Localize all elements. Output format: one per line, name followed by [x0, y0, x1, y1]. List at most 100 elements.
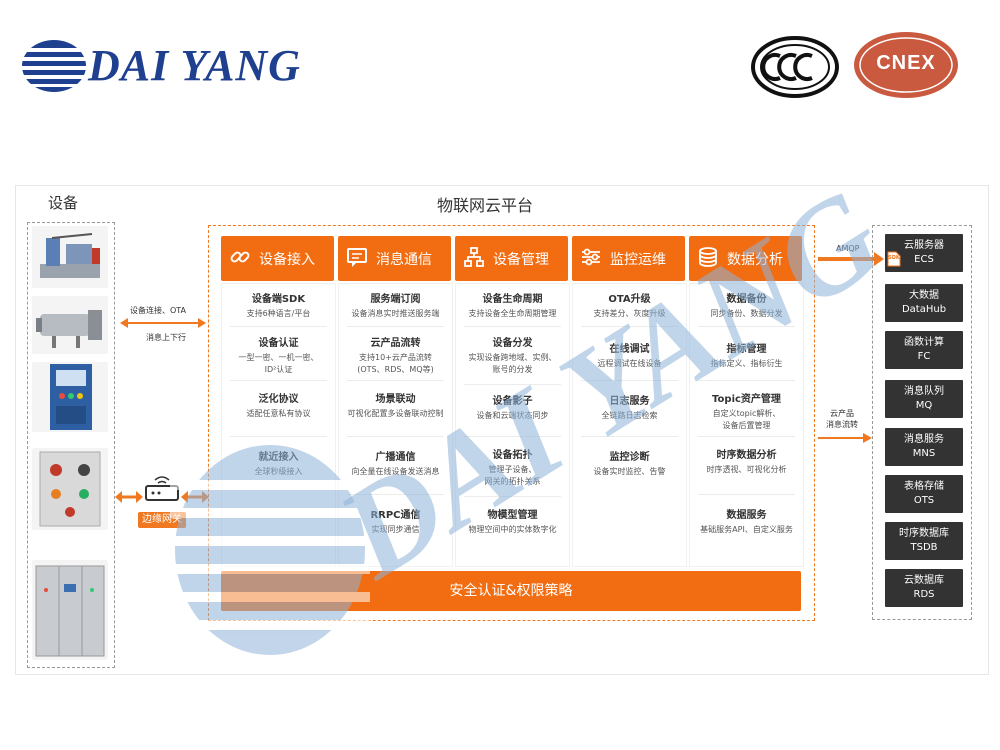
column-header-monitoring: 监控运维 [572, 236, 685, 281]
divider [464, 496, 561, 497]
feature-name: 泛化协议 [258, 394, 299, 405]
column-title: 监控运维 [610, 252, 666, 268]
feature-desc: 一型一密、一机一密、ID²认证 [238, 353, 319, 374]
column-title: 数据分析 [727, 252, 783, 268]
feature-desc: 支持10+云产品流转(OTS、RDS、MQ等) [357, 353, 434, 374]
feature-item: 泛化协议适配任意私有协议 [222, 390, 335, 420]
router-icon [145, 476, 179, 501]
divider [698, 494, 795, 495]
service-code: MQ [915, 400, 933, 411]
feature-item: 设备分发实现设备跨地域、实例、账号的分发 [456, 334, 569, 376]
feature-name: 设备拓扑 [492, 450, 533, 461]
feature-desc: 管理子设备、网关的拓扑关系 [484, 465, 541, 486]
feature-desc: 设备消息实时推送服务端 [351, 309, 440, 318]
sdk-tag: SDK [888, 255, 900, 261]
feature-item: 监控诊断设备实时监控、告警 [573, 448, 686, 478]
column-title: 消息通信 [376, 252, 432, 268]
feature-item: 数据服务基础服务API、自定义服务 [690, 506, 803, 536]
service-code: FC [917, 351, 931, 362]
feature-name: 在线调试 [609, 344, 650, 355]
feature-name: 场景联动 [375, 394, 416, 405]
feature-item: OTA升级支持差分、灰度升级 [573, 290, 686, 320]
service-mq: 消息队列 MQ [885, 380, 963, 418]
feature-desc: 远程调试在线设备 [597, 359, 662, 368]
service-name: 函数计算 [904, 337, 944, 348]
bidirectional-arrow-icon [120, 318, 206, 328]
feature-item: 广播通信向全量在线设备发送消息 [339, 448, 452, 478]
sliders-icon [582, 248, 600, 266]
divider [581, 436, 678, 437]
service-name: 云服务器 [904, 240, 944, 251]
link-icon [230, 251, 250, 263]
service-name: 云数据库 [904, 575, 944, 586]
feature-name: 设备影子 [492, 396, 533, 407]
divider [581, 326, 678, 327]
sdk-file-icon [887, 251, 901, 267]
device-skid-heater-image [32, 226, 108, 288]
brand-logo [20, 40, 90, 92]
feature-item: 云产品流转支持10+云产品流转(OTS、RDS、MQ等) [339, 334, 452, 376]
connection-label: 设备连接、OTA [130, 306, 187, 315]
column-title: 设备管理 [493, 252, 549, 268]
divider [347, 436, 444, 437]
device-pipe-heater-image [32, 296, 108, 354]
devices-group [27, 222, 115, 668]
globe-stripes-icon [20, 40, 90, 92]
feature-desc: 基础服务API、自定义服务 [700, 525, 793, 534]
column-messaging: 服务端订阅设备消息实时推送服务端 云产品流转支持10+云产品流转(OTS、RDS… [338, 283, 453, 567]
messaging-label: 消息上下行 [146, 333, 186, 342]
service-name: 大数据 [909, 290, 939, 301]
service-ots: 表格存储 OTS [885, 475, 963, 513]
divider [347, 380, 444, 381]
device-control-cabinet-image [32, 362, 108, 432]
divider [698, 380, 795, 381]
feature-name: 设备认证 [258, 338, 299, 349]
service-code: ECS [914, 254, 934, 265]
feature-name: 设备分发 [492, 338, 533, 349]
service-code: DataHub [901, 304, 947, 315]
service-datahub: 大数据 DataHub [885, 284, 963, 322]
feature-item: RRPC通信实现同步通信 [339, 506, 452, 536]
divider [230, 326, 327, 327]
column-header-device-access: 设备接入 [221, 236, 334, 281]
feature-item: 日志服务全链路日志检索 [573, 392, 686, 422]
column-monitoring: OTA升级支持差分、灰度升级 在线调试远程调试在线设备 日志服务全链路日志检索 … [572, 283, 687, 567]
service-name: 消息队列 [904, 386, 944, 397]
feature-desc: 适配任意私有协议 [246, 409, 311, 418]
feature-desc: 向全量在线设备发送消息 [351, 467, 440, 476]
diagram-frame [15, 185, 989, 675]
service-name: 表格存储 [904, 481, 944, 492]
feature-name: 云产品流转 [370, 338, 421, 349]
feature-name: RRPC通信 [370, 510, 421, 521]
feature-item: 物模型管理物理空间中的实体数字化 [456, 506, 569, 536]
feature-name: OTA升级 [608, 294, 651, 305]
database-icon [699, 247, 717, 267]
feature-name: 指标管理 [726, 344, 767, 355]
service-code: TSDB [910, 542, 938, 553]
feature-item: 设备生命周期支持设备全生命周期管理 [456, 290, 569, 320]
feature-desc: 时序透视、可视化分析 [706, 465, 787, 474]
feature-item: 设备认证一型一密、一机一密、ID²认证 [222, 334, 335, 376]
service-fc: 函数计算 FC [885, 331, 963, 369]
feature-name: 监控诊断 [609, 452, 650, 463]
feature-desc: 设备和云端状态同步 [476, 411, 549, 420]
divider [347, 494, 444, 495]
column-device-management: 设备生命周期支持设备全生命周期管理 设备分发实现设备跨地域、实例、账号的分发 设… [455, 283, 570, 567]
service-code: MNS [912, 448, 936, 459]
feature-name: 服务端订阅 [370, 294, 421, 305]
column-data-analysis: 数据备份同步备份、数据分发 指标管理指标定义、指标衍生 Topic资产管理自定义… [689, 283, 804, 567]
right-arrow-icon [818, 433, 872, 443]
devices-title: 设备 [48, 194, 79, 212]
device-switchgear-image [32, 560, 108, 660]
divider [698, 326, 795, 327]
service-code: RDS [913, 589, 935, 600]
feature-desc: 指标定义、指标衍生 [710, 359, 783, 368]
feature-desc: 全链路日志检索 [601, 411, 658, 420]
feature-desc: 可视化配置多设备联动控制 [347, 409, 444, 418]
feature-desc: 实现同步通信 [371, 525, 420, 534]
ccc-certification-mark [751, 36, 839, 98]
feature-item: Topic资产管理自定义topic解析、设备后置管理 [690, 390, 803, 432]
cnex-certification-mark [854, 32, 958, 98]
cloud-services-group [872, 225, 972, 620]
column-header-data-analysis: 数据分析 [689, 236, 802, 281]
